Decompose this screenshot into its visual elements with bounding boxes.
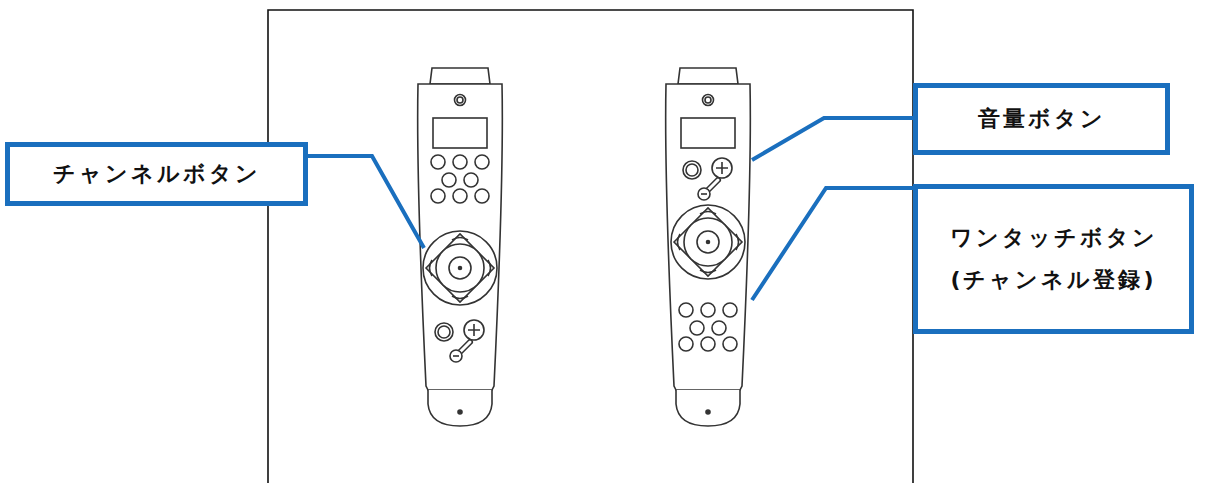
callout-label: 音量ボタン (978, 98, 1106, 140)
callout-box: ワンタッチボタン (チャンネル登録) (913, 184, 1194, 334)
callout-box: チャンネルボタン (5, 142, 308, 206)
callout-box: 音量ボタン (913, 83, 1170, 155)
leader-lines (306, 118, 915, 300)
callout-label: チャンネルボタン (53, 153, 261, 195)
callout-label: ワンタッチボタン (チャンネル登録) (918, 217, 1189, 301)
